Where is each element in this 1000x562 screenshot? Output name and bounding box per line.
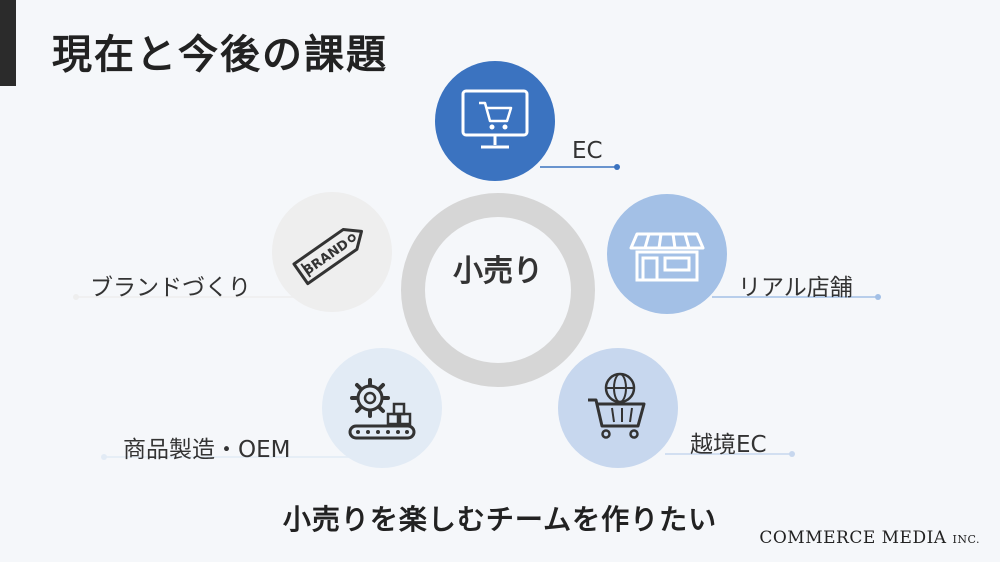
node-brand: BRAND	[272, 192, 392, 312]
connector-oem-dot	[101, 454, 107, 460]
logo-main: COMMERCE MEDIA	[759, 528, 947, 548]
globe-cart-icon	[588, 372, 646, 439]
monitor-cart-icon	[461, 89, 529, 149]
label-oem: 商品製造・OEM	[123, 437, 291, 463]
node-ec	[435, 61, 555, 181]
label-real: リアル店舗	[738, 275, 853, 301]
company-logo: COMMERCE MEDIA INC.	[759, 528, 980, 548]
connector-brand-dot	[73, 294, 79, 300]
connector-real-dot	[875, 294, 881, 300]
center-label: 小売り	[453, 254, 543, 289]
logo-suffix: INC.	[952, 533, 980, 546]
node-oem	[322, 348, 442, 468]
storefront-icon	[629, 232, 705, 282]
label-cross: 越境EC	[690, 432, 767, 458]
title-accent-bar	[0, 0, 16, 86]
label-brand: ブランドづくり	[90, 275, 251, 301]
connector-cross-dot	[789, 451, 795, 457]
node-real	[607, 194, 727, 314]
gear-conveyor-icon	[348, 378, 416, 440]
tagline: 小売りを楽しむチームを作りたい	[282, 503, 718, 536]
brand-tag-icon: BRAND	[292, 228, 363, 286]
node-cross	[558, 348, 678, 468]
page-title: 現在と今後の課題	[52, 32, 388, 78]
label-ec: EC	[572, 138, 603, 164]
connector-ec-dot	[614, 164, 620, 170]
